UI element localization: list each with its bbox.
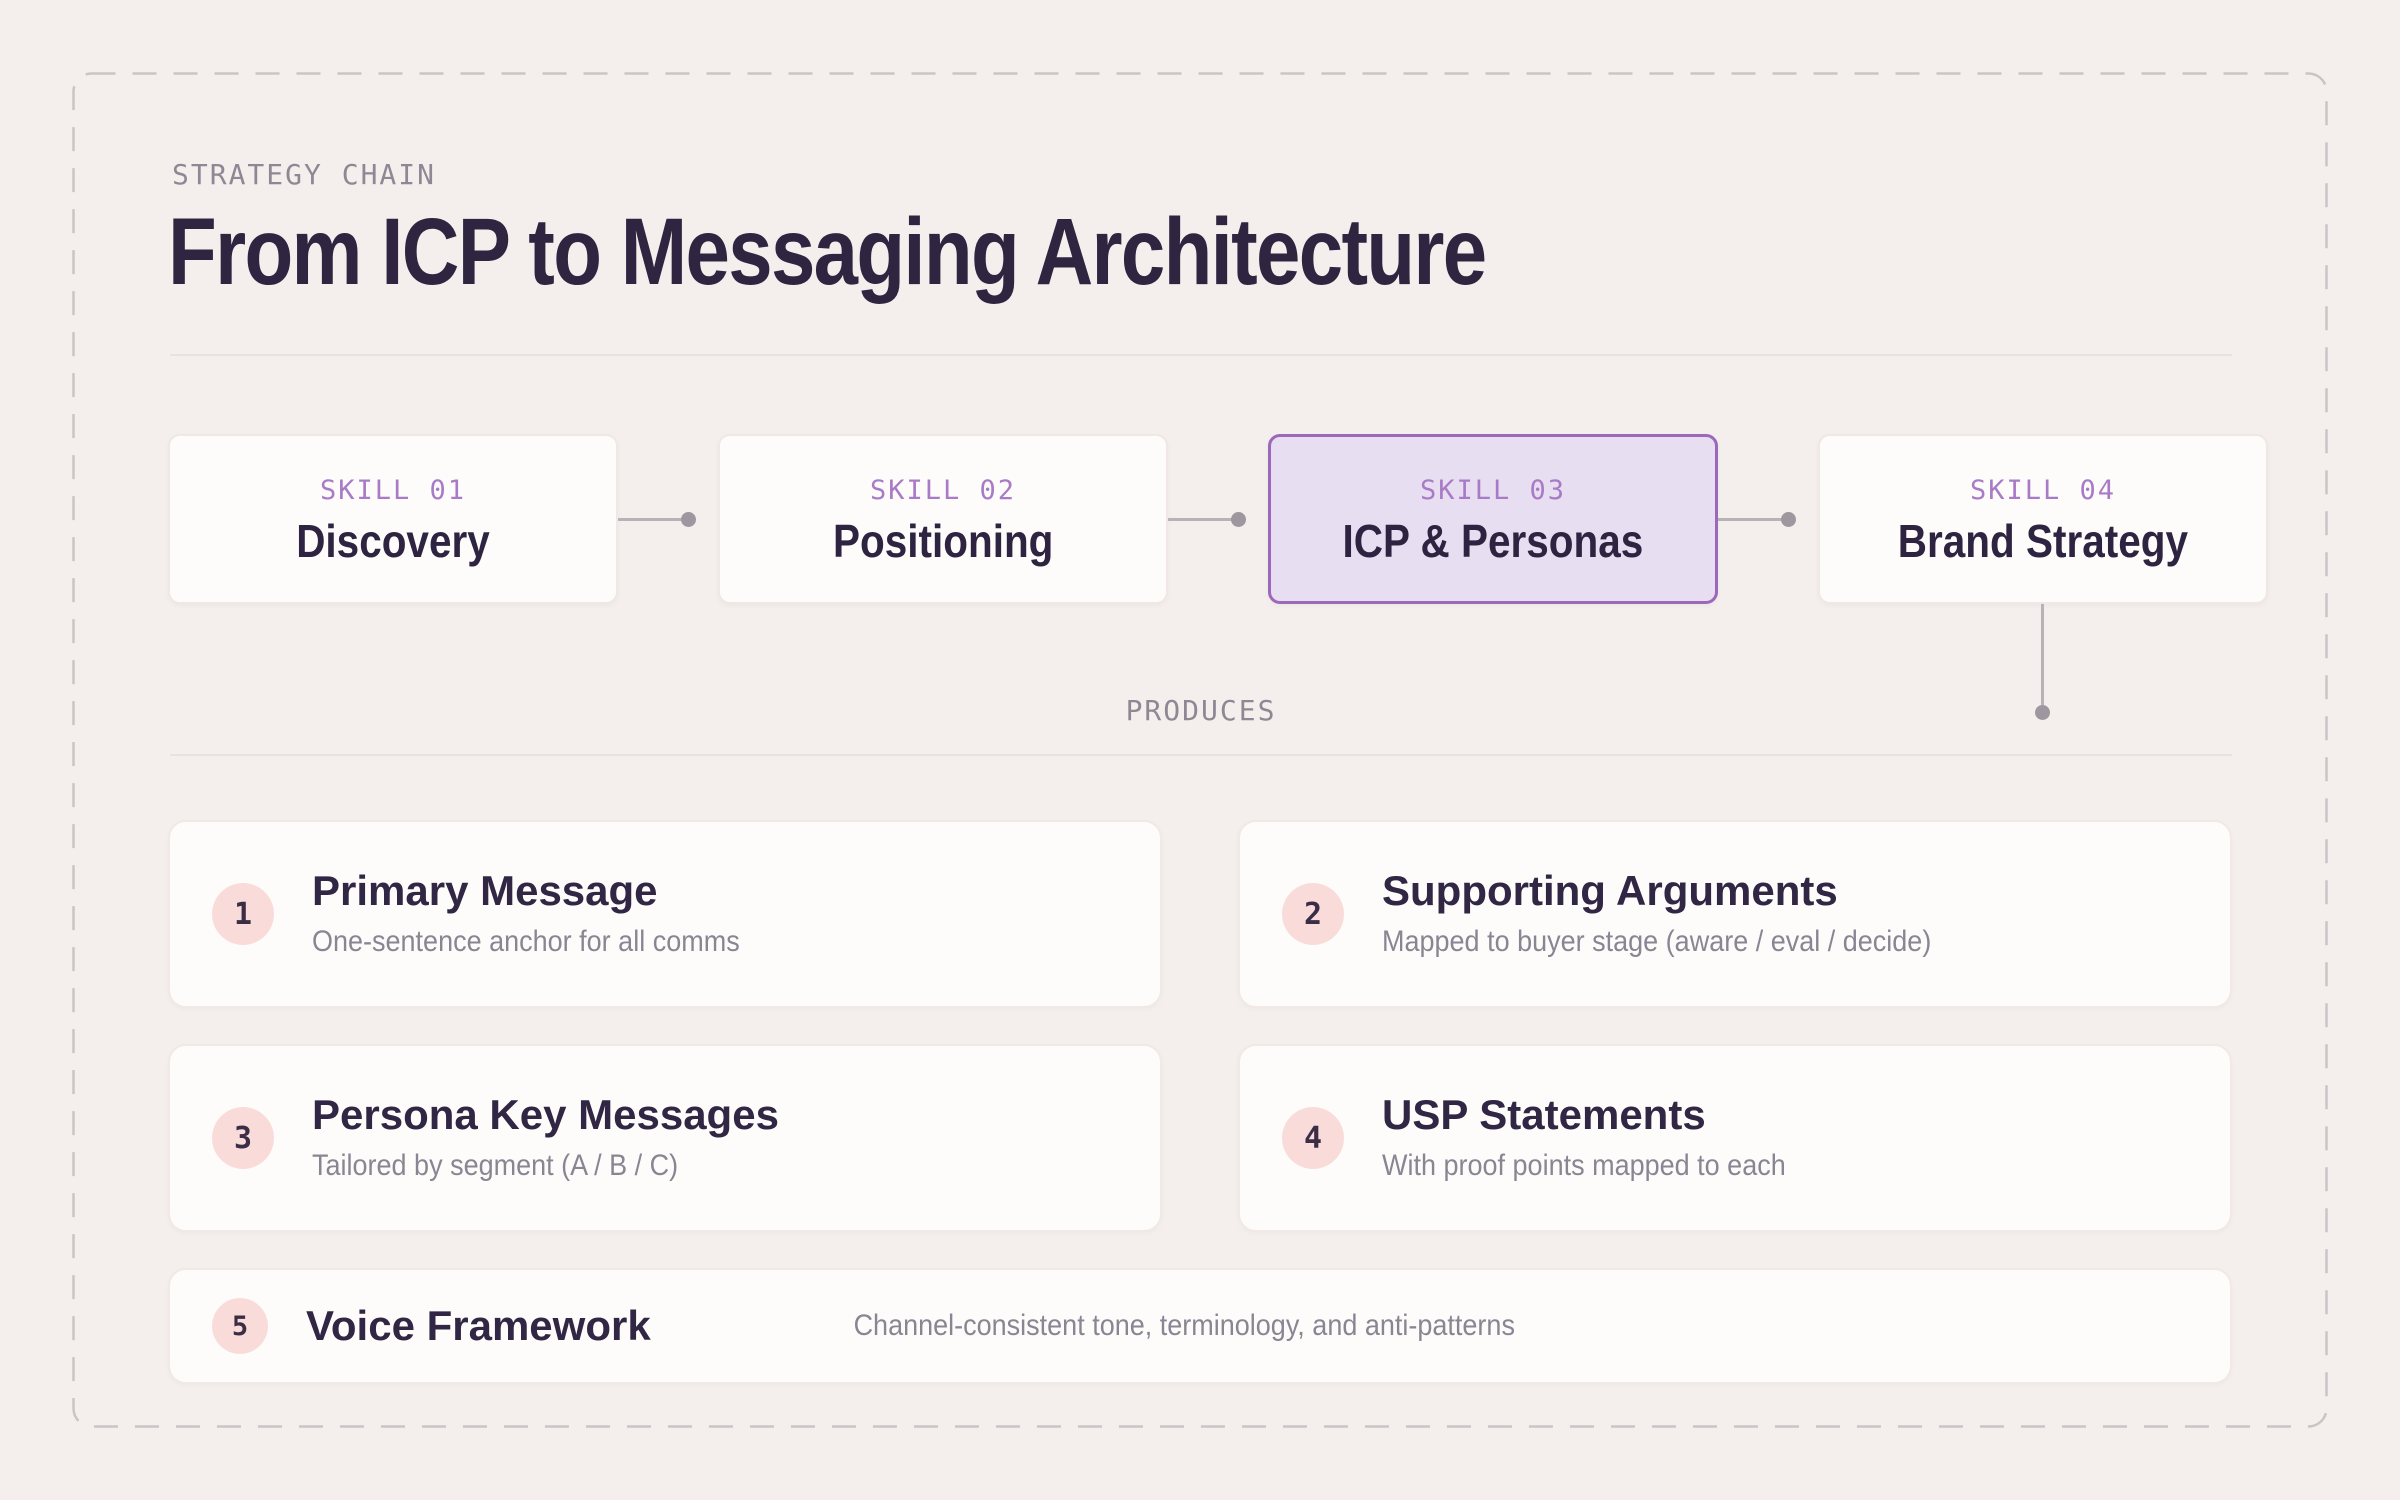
card-text: Persona Key Messages Tailored by segment… [312, 1090, 779, 1183]
connector [618, 434, 718, 604]
brand-strategy-down-connector-line [2041, 604, 2044, 705]
skill-name: Positioning [832, 514, 1054, 567]
skill-name: ICP & Personas [1342, 514, 1644, 567]
skill-name: Brand Strategy [1897, 514, 2189, 567]
skill-card-icp-personas-active: SKILL 03 ICP & Personas [1268, 434, 1718, 604]
output-card-persona-key-messages: 3 Persona Key Messages Tailored by segme… [168, 1044, 1162, 1232]
number-badge: 5 [212, 1298, 268, 1354]
output-title: Supporting Arguments [1382, 866, 1838, 914]
connector-dot-icon [1781, 511, 1796, 527]
connector-dot-icon [681, 511, 696, 527]
skill-name: Discovery [296, 514, 490, 567]
connector-dot-icon [1231, 511, 1246, 527]
connector-line [1168, 517, 1232, 521]
card-text: USP Statements With proof points mapped … [1382, 1090, 1831, 1183]
dashed-frame [72, 72, 2328, 1428]
number-badge: 1 [212, 883, 274, 945]
output-card-voice-framework: 5 Voice Framework Channel-consistent ton… [168, 1268, 2232, 1384]
output-card-usp-statements: 4 USP Statements With proof points mappe… [1238, 1044, 2232, 1232]
connector [1718, 434, 1818, 604]
output-description: Channel-consistent tone, terminology, an… [853, 1309, 1515, 1342]
skill-card-brand-strategy: SKILL 04 Brand Strategy [1818, 434, 2268, 604]
output-description: Mapped to buyer stage (aware / eval / de… [1382, 925, 1932, 959]
header-divider [170, 354, 2232, 356]
skill-label: SKILL 01 [319, 474, 467, 506]
eyebrow-label: STRATEGY CHAIN [172, 158, 437, 191]
card-text: Supporting Arguments Mapped to buyer sta… [1382, 866, 1992, 959]
skill-label: SKILL 03 [1419, 474, 1567, 506]
number-badge: 2 [1282, 883, 1344, 945]
connector [1168, 434, 1268, 604]
card-text: Primary Message One-sentence anchor for … [312, 866, 787, 959]
output-description: Tailored by segment (A / B / C) [312, 1149, 679, 1183]
connector-line [1718, 517, 1782, 521]
output-card-supporting-arguments: 2 Supporting Arguments Mapped to buyer s… [1238, 820, 2232, 1008]
output-description: One-sentence anchor for all comms [312, 925, 740, 959]
number-badge: 4 [1282, 1107, 1344, 1169]
number-badge: 3 [212, 1107, 274, 1169]
outputs-grid: 1 Primary Message One-sentence anchor fo… [168, 820, 2232, 1384]
connector-dot-icon [2035, 705, 2050, 720]
connector-line [618, 517, 682, 521]
output-description: With proof points mapped to each [1382, 1149, 1786, 1183]
skill-card-positioning: SKILL 02 Positioning [718, 434, 1168, 604]
produces-label: PRODUCES [1125, 694, 1277, 727]
output-title: Voice Framework [306, 1301, 651, 1349]
output-title: Primary Message [312, 866, 658, 914]
skill-label: SKILL 02 [869, 474, 1017, 506]
dashed-border-icon [72, 72, 2328, 1428]
output-card-primary-message: 1 Primary Message One-sentence anchor fo… [168, 820, 1162, 1008]
skill-chain: SKILL 01 Discovery SKILL 02 Positioning … [168, 434, 2268, 604]
page-title: From ICP to Messaging Architecture [168, 199, 1487, 305]
output-title: USP Statements [1382, 1090, 1706, 1138]
produces-divider [170, 754, 2232, 756]
skill-card-discovery: SKILL 01 Discovery [168, 434, 618, 604]
skill-label: SKILL 04 [1969, 474, 2117, 506]
output-title: Persona Key Messages [312, 1090, 779, 1138]
